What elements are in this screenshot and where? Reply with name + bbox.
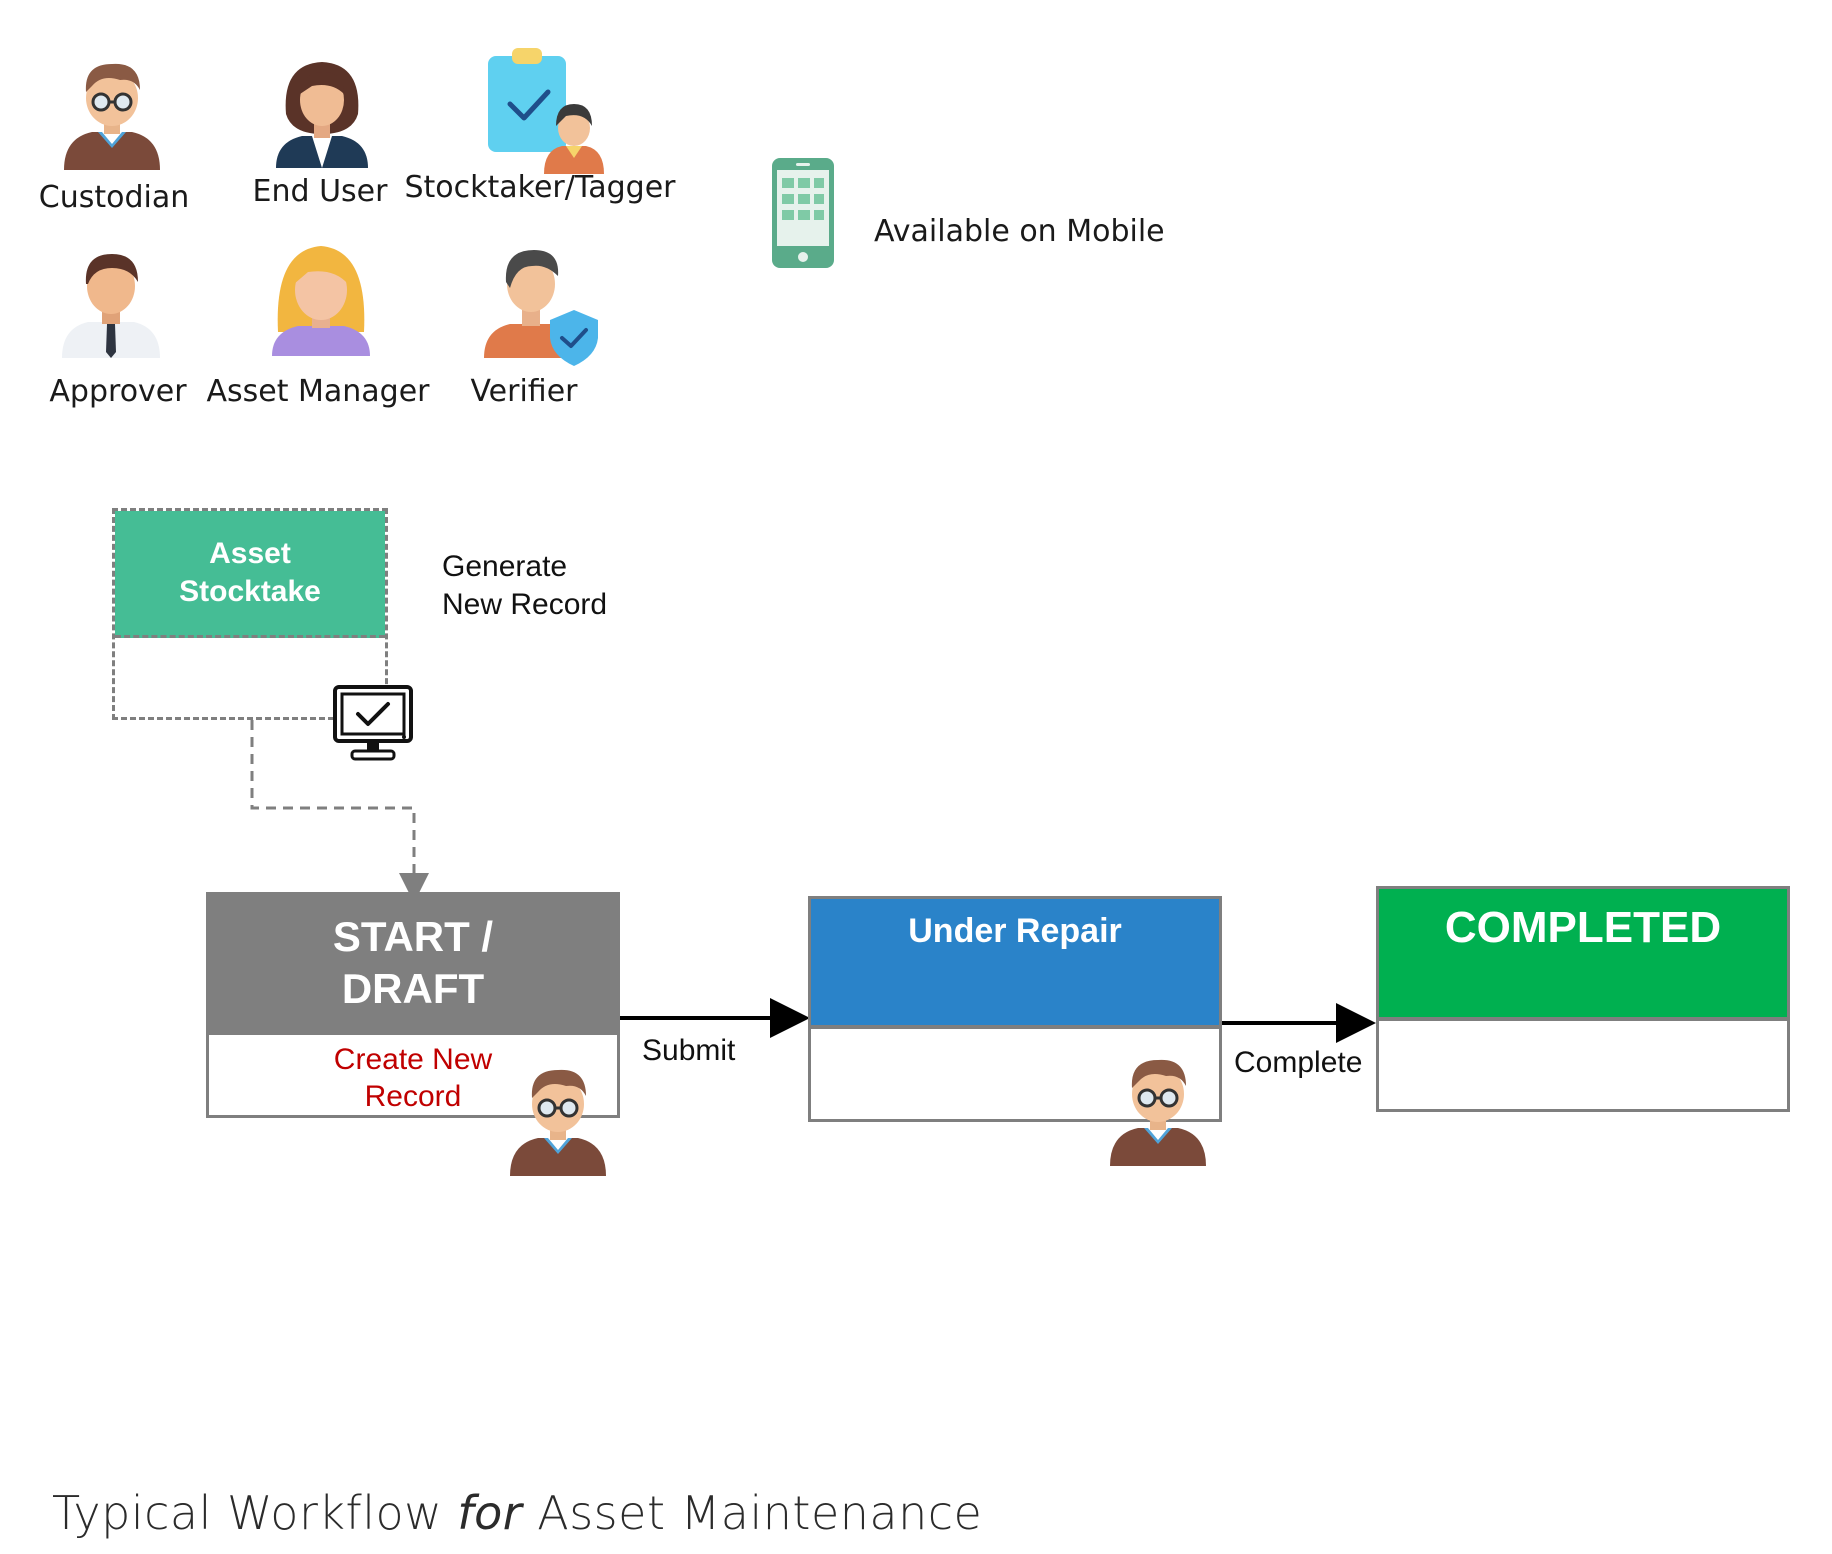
custodian-icon: [1108, 1058, 1208, 1168]
custodian-icon: [508, 1068, 608, 1178]
stocktake-to-start-connector: [250, 720, 429, 903]
role-label-stocktaker-tagger: Stocktaker/Tagger: [404, 170, 676, 205]
state-completed-header: COMPLETED: [1379, 889, 1787, 1021]
state-start-draft-action: Create New Record: [333, 1043, 493, 1113]
asset-stocktake-title: Asset Stocktake: [179, 537, 321, 608]
role-label-asset-manager: Asset Manager: [206, 374, 430, 409]
state-start-draft-header: START / DRAFT: [209, 895, 617, 1035]
asset-manager-icon: [272, 246, 370, 356]
diagram-title-post: Asset Maintenance: [522, 1486, 983, 1540]
state-start-draft-title: START / DRAFT: [332, 913, 494, 1012]
state-completed-body: [1379, 1025, 1787, 1109]
state-start-draft: START / DRAFT Create New Record: [206, 892, 620, 1118]
transition-label-submit: Submit: [642, 1034, 736, 1067]
diagram-title-em: for: [457, 1486, 523, 1540]
asset-stocktake-box: Asset Stocktake: [112, 508, 388, 720]
asset-stocktake-header: Asset Stocktake: [115, 511, 385, 638]
role-label-approver: Approver: [49, 374, 187, 409]
computer-check-icon: [333, 685, 413, 761]
mobile-available-label: Available on Mobile: [874, 214, 1165, 249]
state-under-repair-title: Under Repair: [908, 912, 1122, 950]
end-user-icon: [276, 62, 368, 168]
approver-icon: [62, 254, 160, 358]
diagram-title: Typical Workflow for Asset Maintenance: [52, 1486, 982, 1540]
role-label-end-user: End User: [252, 174, 388, 209]
state-under-repair-header: Under Repair: [811, 899, 1219, 1029]
generate-new-record-label: Generate New Record: [442, 550, 608, 621]
role-label-custodian: Custodian: [38, 180, 190, 215]
diagram-title-pre: Typical Workflow: [52, 1486, 458, 1540]
transition-label-complete: Complete: [1234, 1046, 1363, 1079]
state-completed: COMPLETED: [1376, 886, 1790, 1112]
state-completed-title: COMPLETED: [1444, 903, 1722, 952]
state-start-draft-body: Create New Record: [209, 1035, 617, 1115]
mobile-phone-icon: [772, 158, 834, 268]
verifier-icon: [484, 250, 598, 366]
stocktaker-tagger-icon: [488, 48, 604, 174]
role-label-verifier: Verifier: [470, 374, 578, 409]
